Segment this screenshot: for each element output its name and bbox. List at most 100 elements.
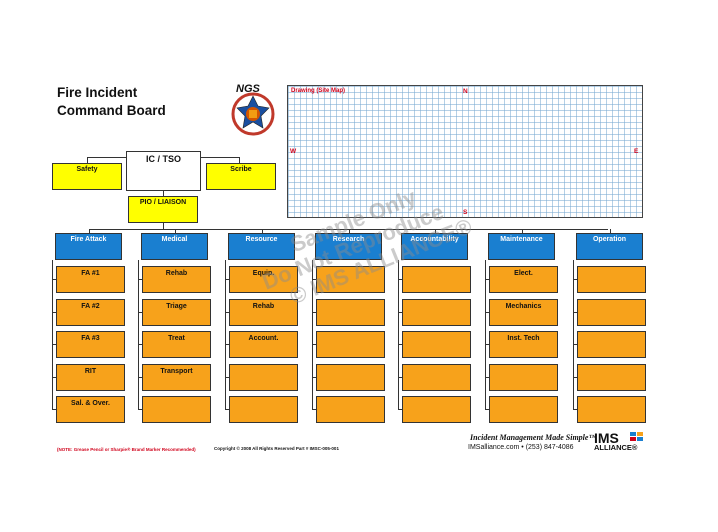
assignment-slot[interactable]: Sal. & Over. <box>56 396 125 423</box>
connector-line <box>573 260 574 409</box>
branch-header-accountability[interactable]: Accountability <box>401 233 468 260</box>
branch-header-operation[interactable]: Operation <box>576 233 643 260</box>
connector-line <box>225 409 229 410</box>
assignment-slot[interactable] <box>402 364 471 391</box>
footer-tagline: Incident Management Made Simple™ <box>470 433 597 442</box>
ims-logo-text: IMS <box>594 430 619 446</box>
assignment-slot[interactable] <box>577 364 646 391</box>
connector-line <box>398 279 402 280</box>
assignment-slot[interactable] <box>316 331 385 358</box>
connector-line <box>138 279 142 280</box>
branch-header-medical[interactable]: Medical <box>141 233 208 260</box>
assignment-slot[interactable] <box>489 364 558 391</box>
connector-line <box>225 260 226 409</box>
assignment-slot[interactable] <box>402 396 471 423</box>
assignment-slot[interactable]: Inst. Tech <box>489 331 558 358</box>
connector-line <box>485 312 489 313</box>
assignment-slot[interactable]: Treat <box>142 331 211 358</box>
safety-box[interactable]: Safety <box>52 163 122 190</box>
ims-logo-square-icon <box>637 437 643 441</box>
ims-logo-square-icon <box>630 437 636 441</box>
ims-alliance-text: ALLIANCE® <box>594 443 638 452</box>
board-title-line1: Fire Incident <box>57 85 138 100</box>
connector-line <box>485 377 489 378</box>
assignment-slot[interactable] <box>489 396 558 423</box>
ic-tso-box[interactable]: IC / TSO <box>126 151 201 191</box>
connector-line <box>52 409 56 410</box>
connector-line <box>485 344 489 345</box>
assignment-slot[interactable] <box>316 364 385 391</box>
connector-line <box>435 229 436 233</box>
assignment-slot[interactable]: Rehab <box>229 299 298 326</box>
connector-line <box>163 222 164 230</box>
compass-east: E <box>634 148 639 155</box>
assignment-slot[interactable] <box>229 364 298 391</box>
connector-line <box>52 279 56 280</box>
connector-line <box>225 279 229 280</box>
assignment-slot[interactable]: Triage <box>142 299 211 326</box>
site-map-label: Drawing (Site Map) <box>291 88 346 94</box>
ims-logo-square-icon <box>630 432 636 436</box>
connector-line <box>312 409 316 410</box>
assignment-slot[interactable] <box>402 299 471 326</box>
pio-liaison-box[interactable]: PIO / LIAISON <box>128 196 198 223</box>
assignment-slot[interactable]: FA #1 <box>56 266 125 293</box>
connector-line <box>52 377 56 378</box>
branch-header-research[interactable]: Research <box>315 233 382 260</box>
assignment-slot[interactable] <box>402 331 471 358</box>
connector-line <box>52 344 56 345</box>
site-map-drawing-area[interactable]: Drawing (Site Map) N W E S <box>287 85 643 218</box>
connector-line <box>138 409 142 410</box>
connector-line <box>349 229 350 233</box>
connector-line <box>485 409 489 410</box>
connector-line <box>573 409 577 410</box>
assignment-slot[interactable] <box>577 396 646 423</box>
connector-line <box>138 344 142 345</box>
assignment-slot[interactable]: FA #3 <box>56 331 125 358</box>
connector-line <box>225 312 229 313</box>
assignment-slot[interactable]: RIT <box>56 364 125 391</box>
footer-website: IMSalliance.com • (253) 847-4086 <box>468 444 574 451</box>
connector-line <box>573 344 577 345</box>
connector-line <box>52 260 53 409</box>
assignment-slot[interactable] <box>316 396 385 423</box>
assignment-slot[interactable]: Mechanics <box>489 299 558 326</box>
footer-note: (NOTE: Grease Pencil or Sharpie® Brand M… <box>57 447 196 452</box>
connector-line <box>239 157 240 164</box>
connector-line <box>175 229 176 233</box>
assignment-slot[interactable]: FA #2 <box>56 299 125 326</box>
connector-line <box>573 279 577 280</box>
connector-line <box>138 377 142 378</box>
connector-line <box>312 377 316 378</box>
assignment-slot[interactable]: Transport <box>142 364 211 391</box>
assignment-slot[interactable]: Account. <box>229 331 298 358</box>
connector-line <box>163 190 164 197</box>
connector-line <box>138 260 139 409</box>
connector-line <box>398 312 402 313</box>
assignment-slot[interactable] <box>577 266 646 293</box>
branch-header-resource[interactable]: Resource <box>228 233 295 260</box>
board-title: Fire Incident Command Board <box>57 84 166 120</box>
compass-south: S <box>463 209 468 216</box>
connector-line <box>89 229 90 233</box>
assignment-slot[interactable] <box>577 331 646 358</box>
assignment-slot[interactable] <box>229 396 298 423</box>
scribe-box[interactable]: Scribe <box>206 163 276 190</box>
assignment-slot[interactable] <box>316 266 385 293</box>
connector-line <box>312 260 313 409</box>
connector-line <box>225 377 229 378</box>
branch-header-fire-attack[interactable]: Fire Attack <box>55 233 122 260</box>
assignment-slot[interactable]: Equip. <box>229 266 298 293</box>
assignment-slot[interactable]: Rehab <box>142 266 211 293</box>
assignment-slot[interactable]: Elect. <box>489 266 558 293</box>
assignment-slot[interactable] <box>316 299 385 326</box>
assignment-slot[interactable] <box>577 299 646 326</box>
branch-header-maintenance[interactable]: Maintenance <box>488 233 555 260</box>
connector-line <box>573 312 577 313</box>
assignment-slot[interactable] <box>402 266 471 293</box>
connector-line <box>398 260 399 409</box>
connector-line <box>312 312 316 313</box>
connector-line <box>138 312 142 313</box>
board-title-line2: Command Board <box>57 103 166 118</box>
assignment-slot[interactable] <box>142 396 211 423</box>
